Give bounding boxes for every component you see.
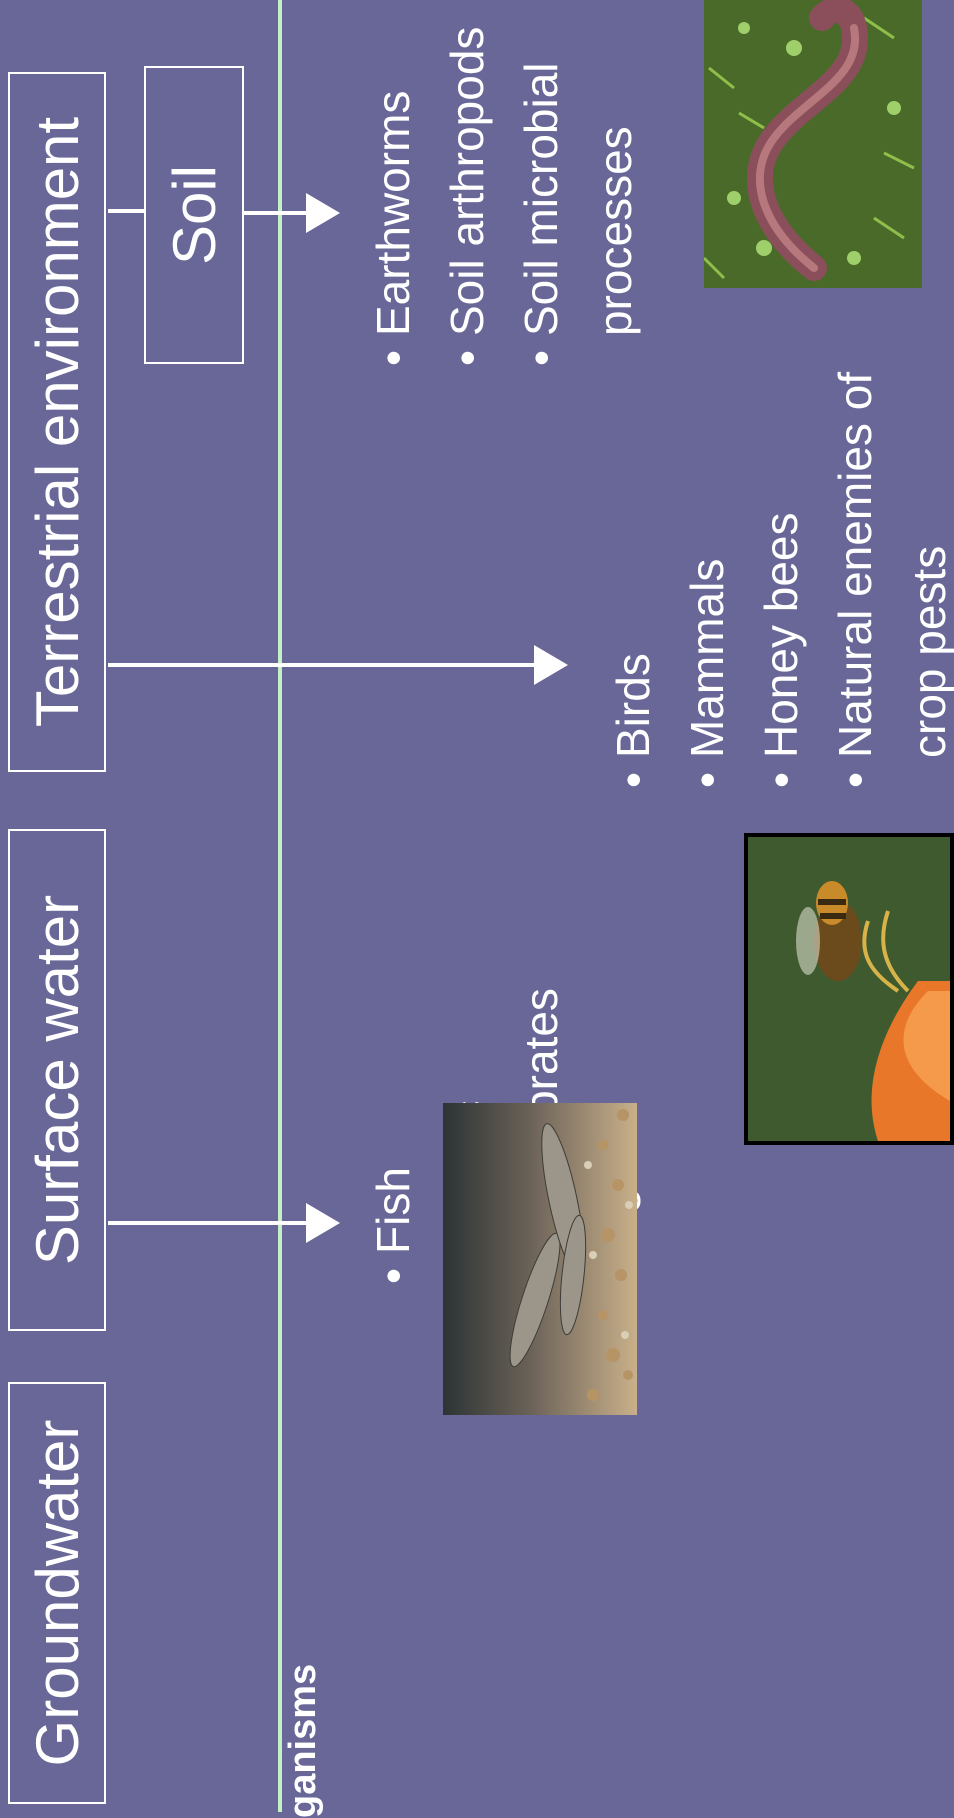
list-item-fish: Fish bbox=[356, 984, 430, 1284]
list-item-natural-enemies: Natural enemies of crop pests bbox=[818, 348, 954, 788]
list-item-honey-bees: Honey bees bbox=[744, 348, 818, 788]
soil-organisms-list: Earthworms Soil arthropods Soil microbia… bbox=[356, 6, 652, 366]
terrestrial-organisms-list: Birds Mammals Honey bees Natural enemies… bbox=[596, 348, 954, 788]
terrestrial-environment-label: Terrestrial environment bbox=[23, 116, 91, 728]
groundwater-label: Groundwater bbox=[23, 1419, 91, 1767]
list-item-soil-microbial-processes: Soil microbial processes bbox=[504, 6, 652, 366]
soil-label: Soil bbox=[160, 164, 228, 266]
groundwater-box: Groundwater bbox=[8, 1382, 106, 1804]
terrestrial-arrowhead bbox=[534, 645, 568, 685]
soil-connector bbox=[244, 211, 308, 215]
surface-water-box: Surface water bbox=[8, 829, 106, 1331]
surface-water-arrowhead bbox=[306, 1203, 340, 1243]
terrestrial-to-soil-connector bbox=[108, 209, 146, 213]
honey-bee-photo bbox=[744, 833, 954, 1145]
soil-box: Soil bbox=[144, 66, 244, 364]
organisms-caption: ganisms bbox=[282, 1663, 324, 1818]
list-item-earthworms: Earthworms bbox=[356, 6, 430, 366]
terrestrial-connector bbox=[108, 663, 536, 667]
organisms-divider-line bbox=[278, 0, 282, 1812]
earthworm-photo bbox=[704, 0, 922, 288]
surface-water-label: Surface water bbox=[23, 894, 91, 1266]
list-item-mammals: Mammals bbox=[670, 348, 744, 788]
soil-arrowhead bbox=[306, 193, 340, 233]
surface-water-connector bbox=[108, 1221, 308, 1225]
list-item-soil-arthropods: Soil arthropods bbox=[430, 6, 504, 366]
list-item-birds: Birds bbox=[596, 348, 670, 788]
fish-photo bbox=[443, 1103, 637, 1415]
terrestrial-environment-box: Terrestrial environment bbox=[8, 72, 106, 772]
